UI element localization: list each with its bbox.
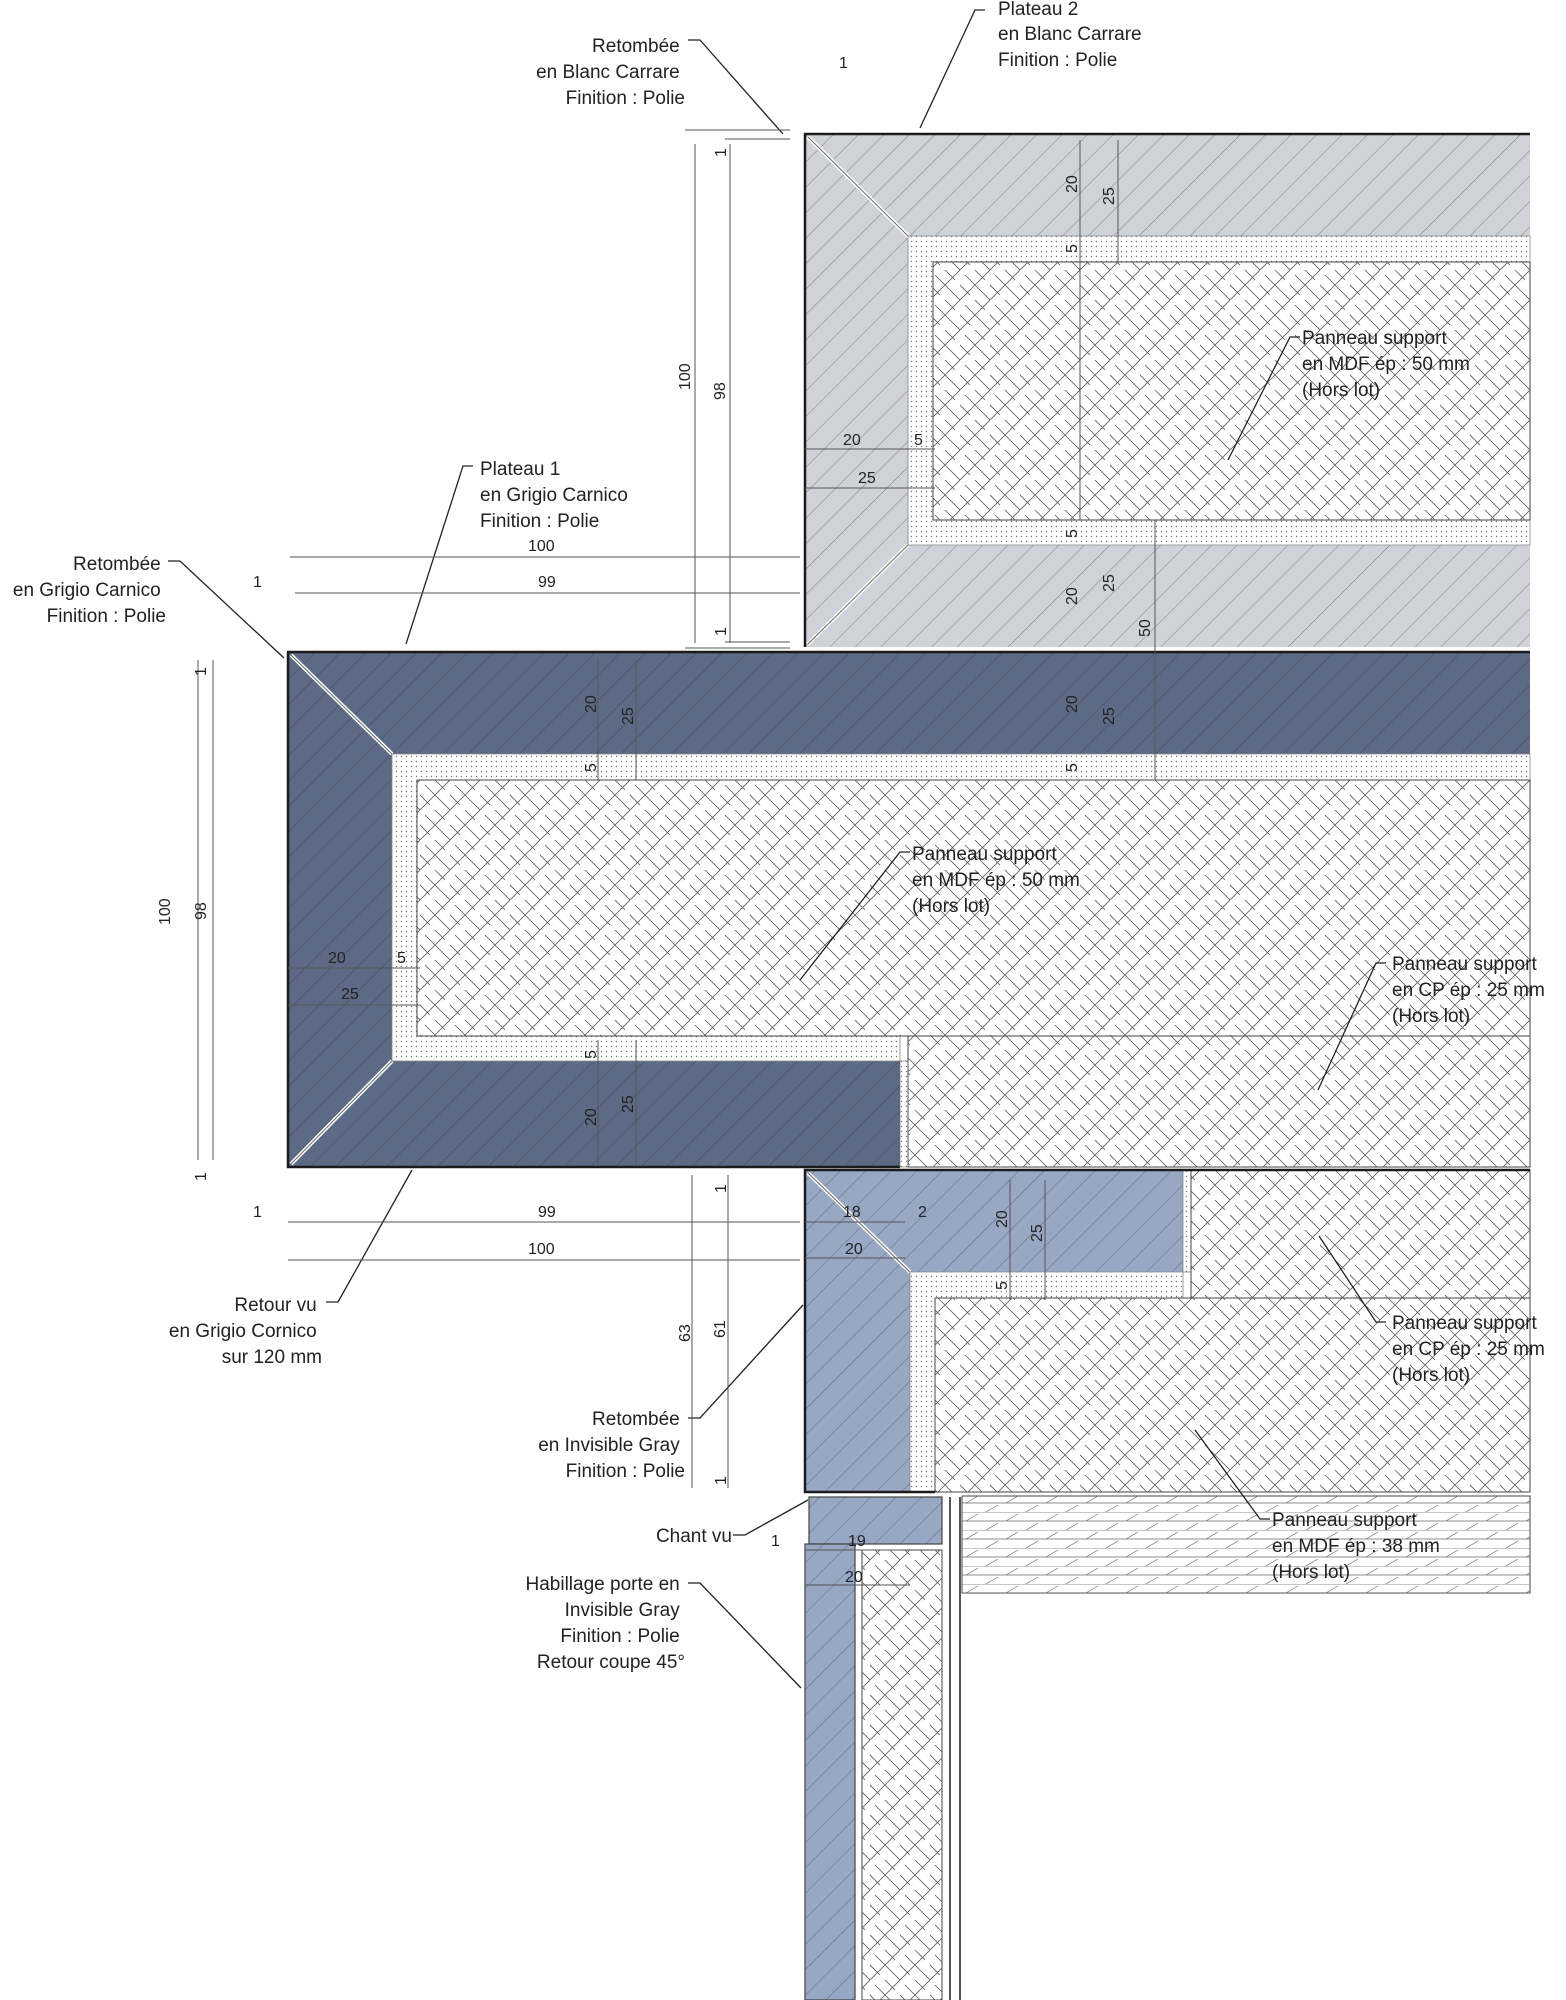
svg-text:100: 100 [157,898,174,925]
svg-text:5: 5 [583,1050,600,1059]
svg-text:5: 5 [914,432,923,449]
svg-text:1: 1 [713,1184,730,1193]
label-retombee-grigio: Retombée en Grigio Carnico Finition : Po… [13,554,166,627]
label-plateau-2: Plateau 2 en Blanc Carrare Finition : Po… [998,0,1147,71]
svg-text:5: 5 [1064,244,1081,253]
dimension-values: 1 100 98 1 1 20 25 5 20 5 25 5 20 25 50 … [157,55,1154,1586]
svg-text:20: 20 [845,1241,863,1258]
dimension-lines [197,129,1156,1586]
habillage-porte-section [804,1496,961,2000]
svg-text:5: 5 [994,1281,1011,1290]
svg-text:1: 1 [713,148,730,157]
svg-text:1: 1 [713,627,730,636]
svg-text:2: 2 [918,1204,927,1221]
label-mdf50-top: Panneau support en MDF ép : 50 mm (Hors … [1302,328,1475,401]
svg-text:20: 20 [1064,175,1081,193]
svg-text:63: 63 [677,1324,694,1342]
svg-text:100: 100 [528,538,555,555]
svg-text:98: 98 [712,382,729,400]
svg-text:99: 99 [538,574,556,591]
svg-text:1: 1 [839,55,848,72]
label-plateau-1: Plateau 1 en Grigio Carnico Finition : P… [480,459,633,532]
svg-text:99: 99 [538,1204,556,1221]
label-retombee-blanc: Retombée en Blanc Carrare Finition : Pol… [536,36,685,109]
label-habillage: Habillage porte en Invisible Gray Finiti… [526,1574,686,1673]
leader-lines [168,9,1386,1689]
svg-text:20: 20 [1064,695,1081,713]
svg-text:20: 20 [583,1108,600,1126]
svg-text:1: 1 [193,667,210,676]
label-chant-vu: Chant vu [656,1526,732,1547]
svg-text:25: 25 [620,1095,637,1113]
svg-text:1: 1 [253,1204,262,1221]
label-retombee-invisible: Retombée en Invisible Gray Finition : Po… [538,1409,685,1482]
svg-text:1: 1 [193,1172,210,1181]
edge-strip-1 [899,1060,909,1168]
plateau-1-section [286,650,1531,1169]
svg-text:5: 5 [1064,529,1081,538]
svg-text:20: 20 [843,432,861,449]
svg-text:20: 20 [994,1210,1011,1228]
svg-text:1: 1 [253,574,262,591]
plateau-2-section [803,132,1531,647]
svg-text:25: 25 [1101,574,1118,592]
label-mdf38: Panneau support en MDF ép : 38 mm (Hors … [1272,1510,1445,1583]
svg-text:25: 25 [620,707,637,725]
svg-text:25: 25 [1029,1224,1046,1242]
svg-text:98: 98 [193,902,210,920]
svg-text:100: 100 [677,363,694,390]
svg-text:20: 20 [328,950,346,967]
label-mdf50-mid: Panneau support en MDF ép : 50 mm (Hors … [912,844,1085,917]
label-retour-vu: Retour vu en Grigio Cornico sur 120 mm [169,1295,322,1368]
retombee-invisible-gray-section [803,1168,1531,1494]
svg-text:1: 1 [771,1533,780,1550]
label-cp25-a: Panneau support en CP ép : 25 mm (Hors l… [1392,954,1550,1027]
edge-strip-2 [1182,1169,1192,1273]
svg-text:20: 20 [583,695,600,713]
svg-text:19: 19 [848,1533,866,1550]
svg-text:100: 100 [528,1241,555,1258]
svg-text:20: 20 [1064,587,1081,605]
svg-text:18: 18 [843,1204,861,1221]
svg-text:25: 25 [1101,707,1118,725]
label-cp25-b: Panneau support en CP ép : 25 mm (Hors l… [1392,1313,1550,1386]
svg-text:61: 61 [712,1320,729,1338]
svg-text:5: 5 [1064,763,1081,772]
svg-text:5: 5 [397,950,406,967]
callout-labels: Retombée en Blanc Carrare Finition : Pol… [13,0,1550,1673]
svg-text:25: 25 [858,470,876,487]
svg-text:20: 20 [845,1569,863,1586]
svg-text:50: 50 [1137,619,1154,637]
svg-text:5: 5 [583,763,600,772]
svg-text:25: 25 [1101,187,1118,205]
svg-text:25: 25 [341,986,359,1003]
svg-text:1: 1 [713,1476,730,1485]
